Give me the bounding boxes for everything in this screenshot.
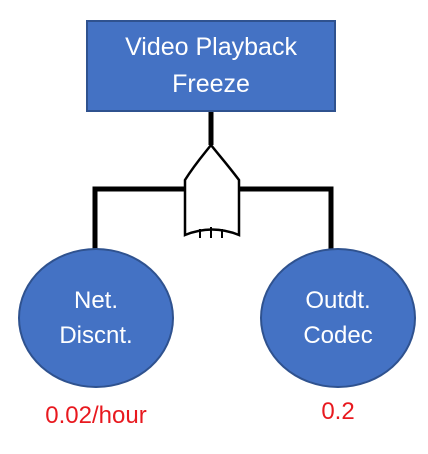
basic-event-network-disconnect: Net. Discnt.	[18, 248, 174, 388]
basic-event-label-left: Net. Discnt.	[59, 287, 133, 349]
top-event-label: Video Playback Freeze	[125, 33, 297, 98]
top-event-box: Video Playback Freeze	[86, 20, 336, 112]
left-branch-connector	[92, 186, 188, 249]
or-gate-icon	[183, 142, 241, 237]
right-branch-connector	[237, 186, 334, 249]
basic-event-outdated-codec: Outdt. Codec	[260, 248, 416, 388]
or-gate-input-leads	[199, 227, 223, 238]
probability-left: 0.02/hour	[45, 402, 147, 429]
probability-right: 0.2	[321, 398, 355, 425]
basic-event-label-right: Outdt. Codec	[303, 287, 373, 349]
